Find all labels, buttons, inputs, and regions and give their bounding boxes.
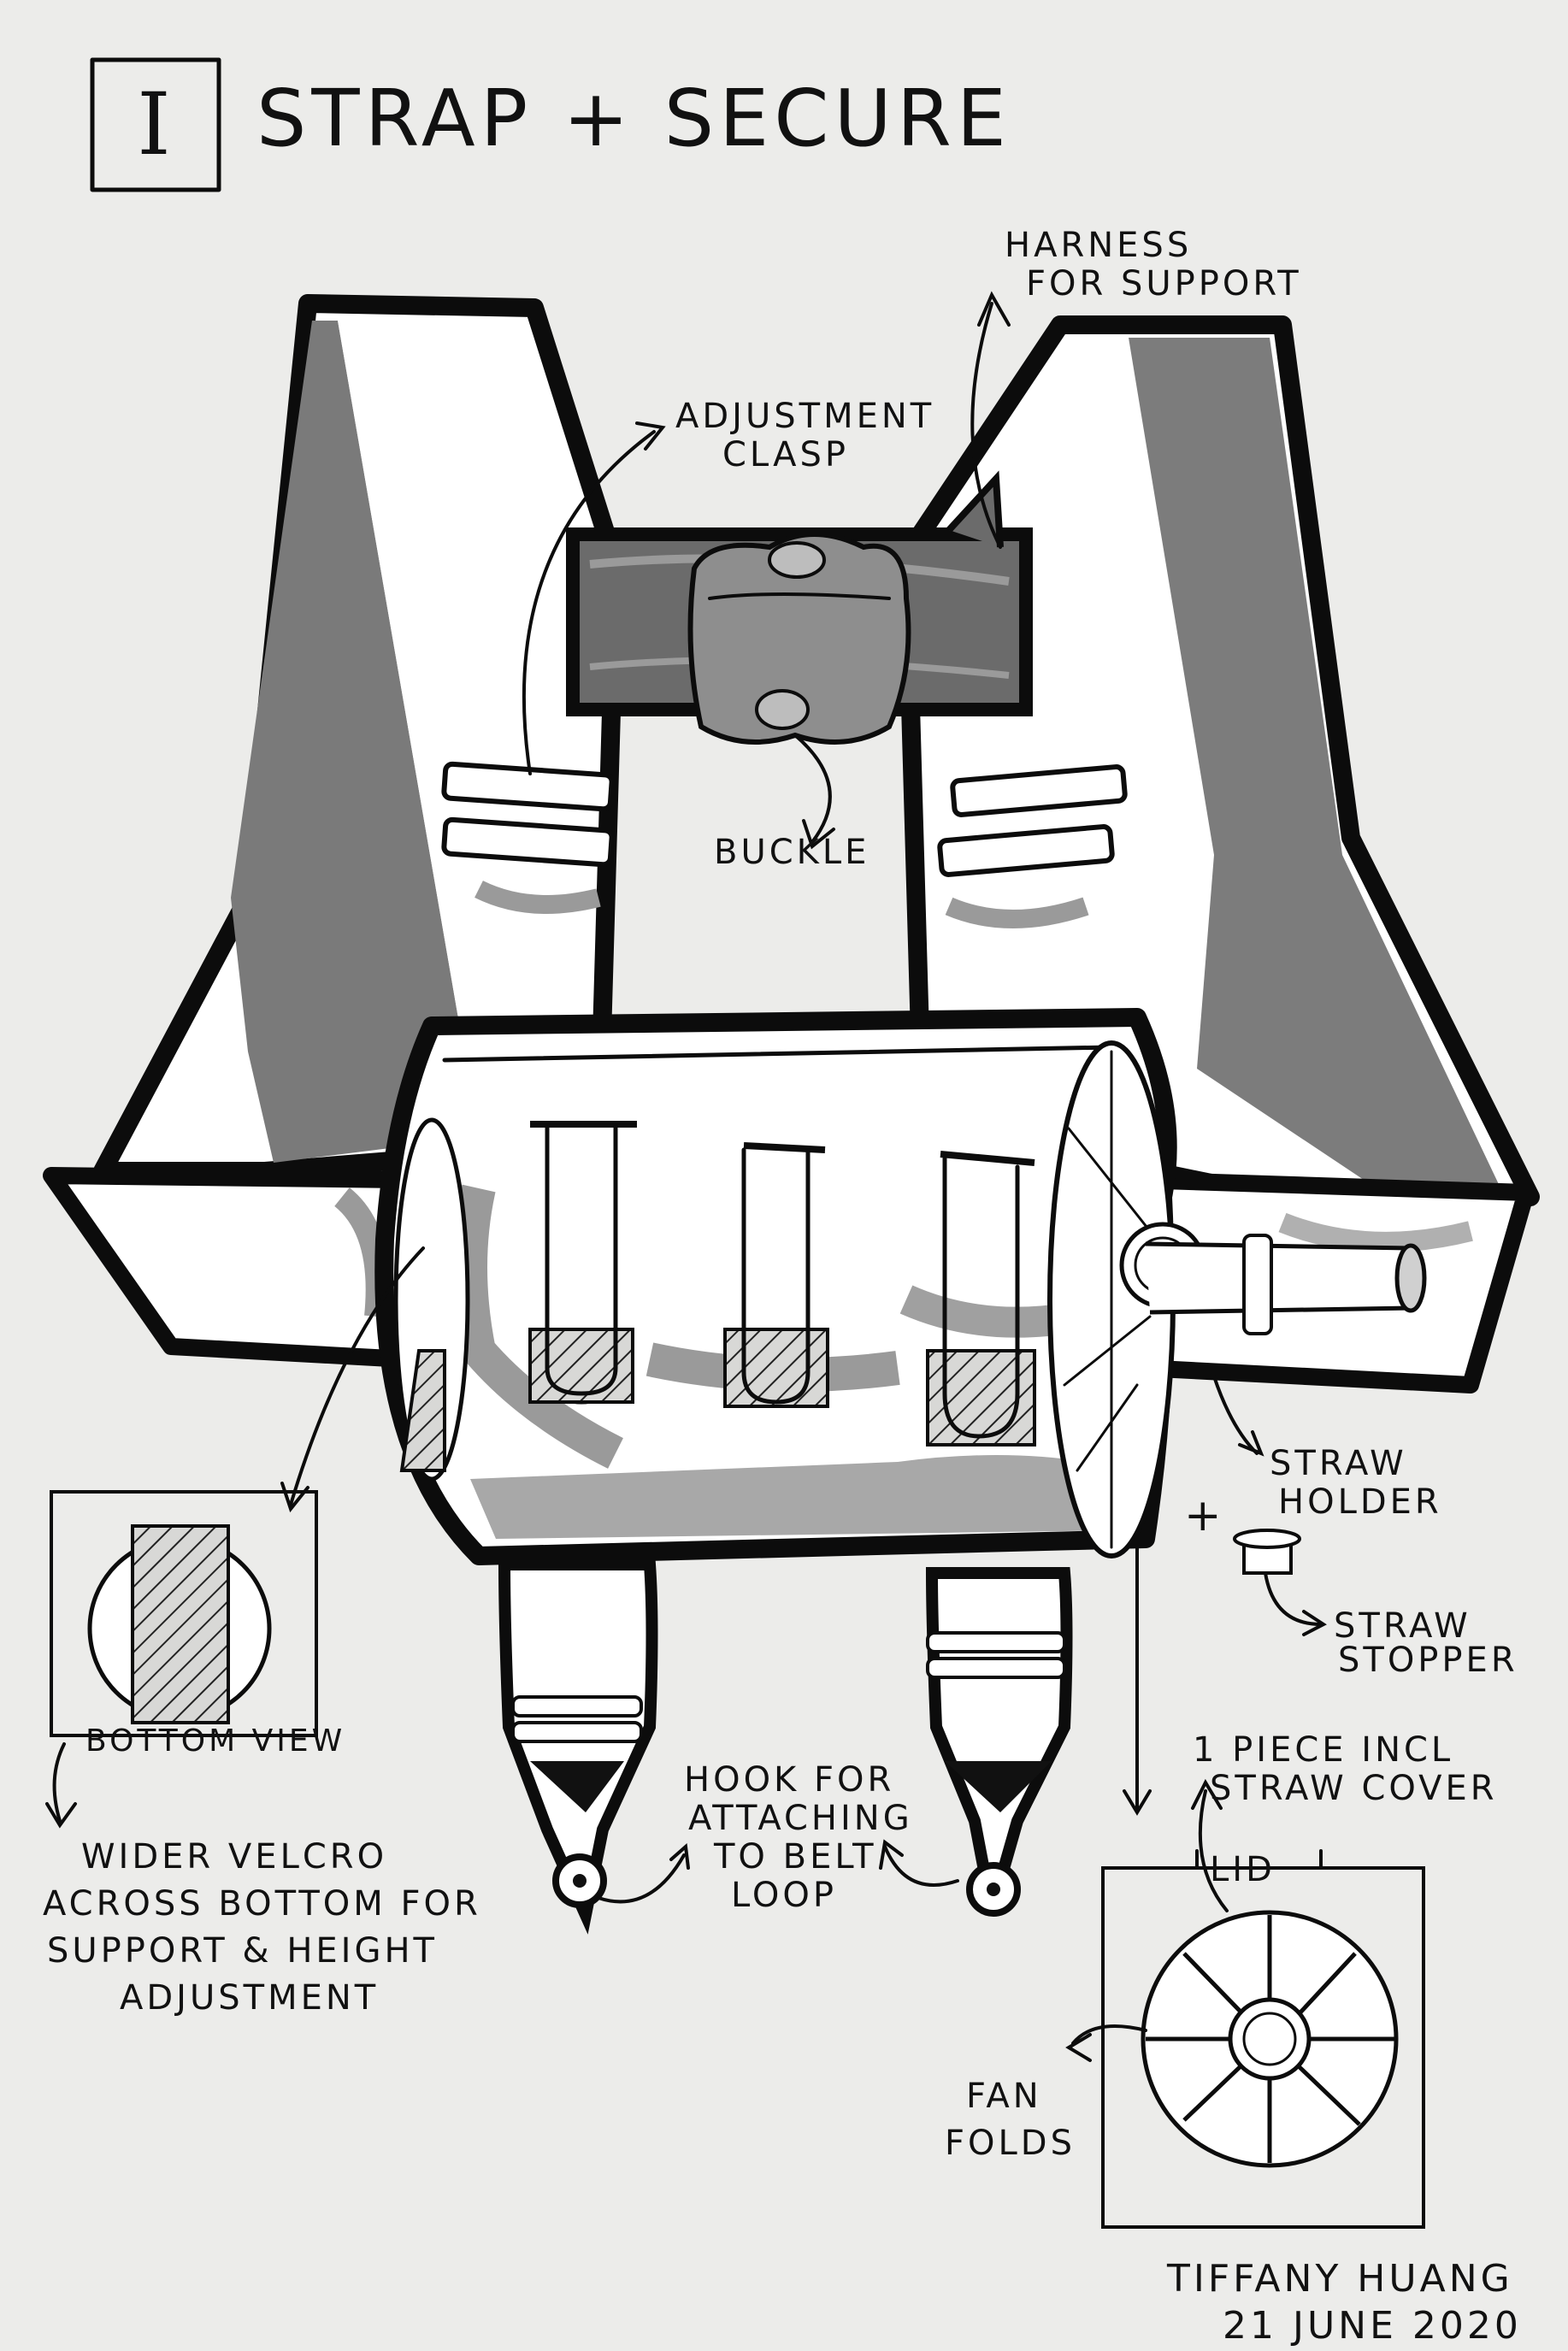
buckle [691,534,909,742]
signature-date: 21 JUNE 2020 [1223,2304,1522,2348]
label-hook-4: LOOP [731,1876,837,1915]
label-straw-stopper-2: STOPPER [1338,1641,1518,1680]
label-adjustment-2: CLASP [722,435,849,474]
label-harness-1: HARNESS [1005,226,1192,265]
lid-inset [1103,1868,1424,2227]
label-hook-1: HOOK FOR [684,1760,894,1800]
label-bottom-view: BOTTOM VIEW [85,1723,345,1759]
label-fan-1: FAN [966,2077,1042,2116]
label-harness-2: FOR SUPPORT [1026,264,1302,303]
title-block: I STRAP + SECURE [92,60,1011,190]
label-velcro-2: ACROSS BOTTOM FOR [43,1884,481,1924]
page-title: STRAP + SECURE [256,73,1011,164]
label-straw-holder-2: HOLDER [1278,1482,1442,1522]
label-one-piece-1: 1 PIECE INCL [1193,1730,1453,1770]
label-velcro-1: WIDER VELCRO [81,1837,387,1877]
label-hook-3: TO BELT [713,1837,877,1877]
label-velcro-3: SUPPORT & HEIGHT [47,1931,438,1971]
label-one-piece-2: STRAW COVER [1210,1769,1498,1808]
label-fan-2: FOLDS [945,2124,1076,2163]
straw-stopper [1235,1530,1300,1573]
label-adjustment-1: ADJUSTMENT [675,397,934,436]
label-hook-2: ATTACHING [688,1799,913,1838]
bottom-view-inset [51,1492,316,1735]
label-straw-holder-1: STRAW [1270,1444,1407,1483]
label-velcro-4: ADJUSTMENT [120,1978,379,2018]
title-numeral: I [137,74,174,174]
label-plus: + [1184,1490,1225,1541]
label-lid: LID [1210,1850,1276,1889]
signature-name: TIFFANY HUANG [1166,2257,1513,2301]
label-buckle: BUCKLE [714,833,869,872]
